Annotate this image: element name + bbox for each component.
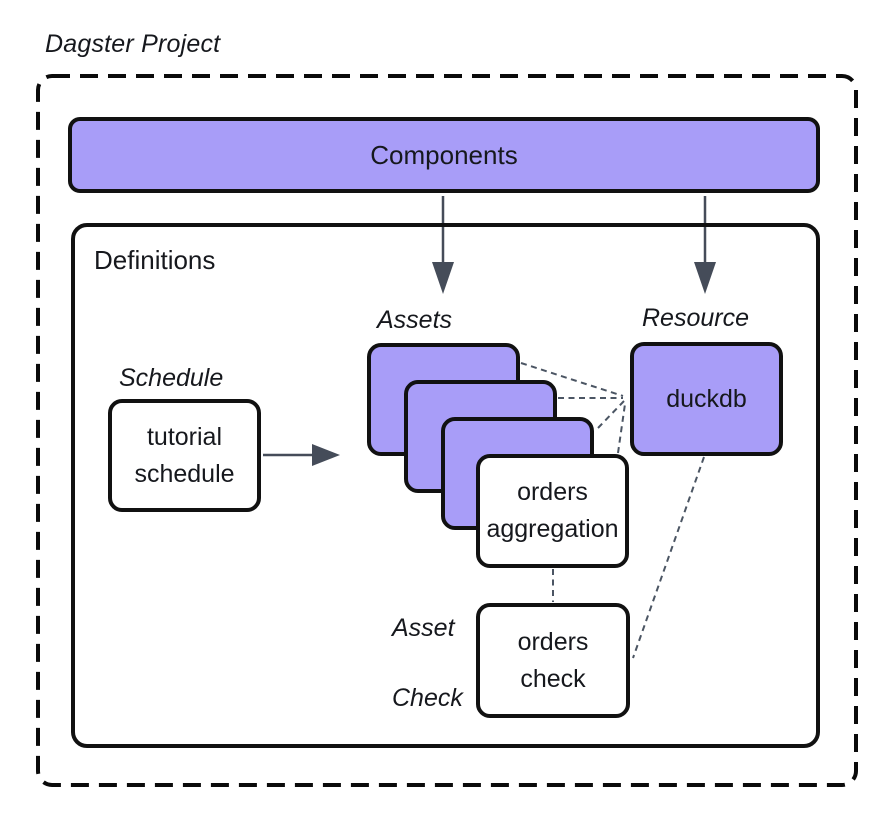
- components-label: Components: [370, 139, 518, 170]
- components-box: Components: [68, 117, 820, 193]
- diagram-title: Dagster Project: [45, 30, 221, 58]
- definitions-box: [71, 223, 820, 748]
- orders-check-line2: check: [520, 664, 586, 693]
- asset-check-label-line1: Asset: [392, 614, 455, 642]
- assets-label: Assets: [377, 306, 453, 334]
- duckdb-label: duckdb: [666, 384, 747, 413]
- tutorial-schedule-line2: schedule: [134, 459, 235, 488]
- asset-check-label-line2: Check: [392, 684, 463, 712]
- orders-check-box: orders check: [476, 603, 630, 718]
- orders-aggregation-line1: orders: [517, 478, 588, 506]
- orders-check-line1: orders: [517, 627, 589, 656]
- asset-check-label: Asset Check: [392, 576, 463, 716]
- definitions-label: Definitions: [94, 245, 216, 275]
- tutorial-schedule-box: tutorial schedule: [108, 399, 261, 512]
- tutorial-schedule-line1: tutorial: [146, 422, 223, 451]
- duckdb-box: duckdb: [630, 342, 783, 456]
- resource-label: Resource: [642, 304, 749, 332]
- schedule-label: Schedule: [119, 364, 224, 392]
- orders-aggregation-line2: aggregation: [486, 515, 619, 543]
- orders-aggregation-box: orders aggregation: [476, 454, 629, 568]
